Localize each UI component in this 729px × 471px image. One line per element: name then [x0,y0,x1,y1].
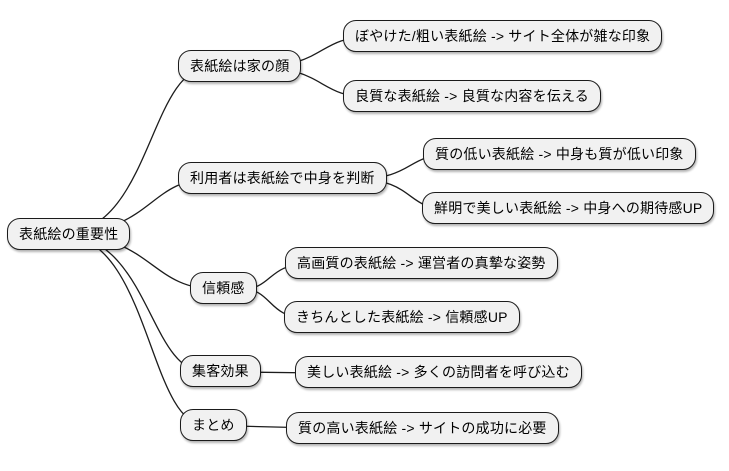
node-branch-cover-is-face-of-house[interactable]: 表紙絵は家の顔 [178,50,302,82]
node-leaf-clear-beautiful-cover-expectation-up[interactable]: 鮮明で美しい表紙絵 -> 中身への期待感UP [422,192,715,224]
node-root-cover-art-importance[interactable]: 表紙絵の重要性 [7,218,131,250]
node-leaf-quality-cover-conveys-quality[interactable]: 良質な表紙絵 -> 良質な内容を伝える [343,80,601,112]
node-leaf-low-quality-cover-low-content-impression[interactable]: 質の低い表紙絵 -> 中身も質が低い印象 [423,138,696,170]
node-leaf-beautiful-cover-attracts-visitors[interactable]: 美しい表紙絵 -> 多くの訪問者を呼び込む [295,356,582,388]
node-branch-summary[interactable]: まとめ [180,409,247,441]
edge-root-to-branch-1 [59,66,211,235]
edge-root-to-branch-5 [59,233,206,426]
node-leaf-high-res-cover-sincere-attitude[interactable]: 高画質の表紙絵 -> 運営者の真摯な姿勢 [285,247,558,279]
node-branch-users-judge-content-by-cover[interactable]: 利用者は表紙絵で中身を判断 [178,162,387,194]
node-branch-visitor-attraction-effect[interactable]: 集客効果 [180,355,261,387]
node-leaf-blurry-cover-sloppy-impression[interactable]: ぼやけた/粗い表紙絵 -> サイト全体が雑な印象 [343,20,663,52]
node-leaf-proper-cover-trust-up[interactable]: きちんとした表紙絵 -> 信頼感UP [284,301,520,333]
node-leaf-high-quality-cover-needed-for-success[interactable]: 質の高い表紙絵 -> サイトの成功に必要 [286,412,559,444]
edge-root-to-branch-4 [59,233,206,373]
node-branch-trust[interactable]: 信頼感 [190,272,257,304]
